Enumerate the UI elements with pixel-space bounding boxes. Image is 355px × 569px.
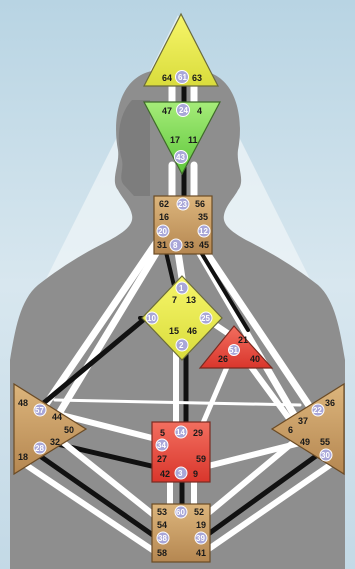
gate-label: 55: [320, 437, 330, 447]
gate-label: 32: [50, 437, 60, 447]
gate-label: 19: [196, 520, 206, 530]
sacral-center[interactable]: 5 14 29 34 27 59 42 3 9: [152, 422, 210, 482]
gate-label: 30: [321, 451, 330, 460]
gate-label: 53: [157, 507, 167, 517]
gate-label: 3: [178, 469, 183, 478]
gate-label: 6: [288, 425, 293, 435]
gate-label: 12: [199, 227, 208, 236]
gate-label: 8: [173, 241, 178, 250]
gate-label: 57: [35, 406, 44, 415]
gate-label: 59: [196, 454, 206, 464]
gate-label: 16: [159, 212, 169, 222]
gate-label: 10: [147, 314, 156, 323]
gate-label: 1: [179, 284, 184, 293]
gate-label: 5: [160, 428, 165, 438]
gate-label: 43: [176, 153, 185, 162]
gate-label: 37: [298, 416, 308, 426]
throat-center[interactable]: 62 23 56 16 35 20 12 31 8 33 45: [154, 196, 212, 254]
gate-label: 21: [238, 335, 248, 345]
gate-label: 7: [172, 295, 177, 305]
gate-label: 14: [176, 428, 185, 437]
gate-label: 41: [196, 548, 206, 558]
gate-label: 15: [169, 326, 179, 336]
gate-label: 38: [158, 534, 167, 543]
gate-label: 56: [195, 199, 205, 209]
gate-label: 36: [325, 398, 335, 408]
gate-label: 61: [178, 73, 187, 82]
gate-label: 18: [18, 452, 28, 462]
gate-label: 17: [170, 135, 180, 145]
gate-label: 25: [201, 314, 210, 323]
gate-label: 4: [197, 106, 202, 116]
gate-label: 64: [162, 73, 172, 83]
gate-label: 39: [196, 534, 205, 543]
gate-label: 54: [157, 520, 167, 530]
gate-label: 2: [179, 341, 184, 350]
gate-label: 27: [157, 454, 167, 464]
gate-label: 42: [160, 469, 170, 479]
gate-label: 44: [52, 412, 62, 422]
gate-label: 58: [157, 548, 167, 558]
gate-label: 35: [198, 212, 208, 222]
gate-label: 49: [300, 437, 310, 447]
gate-label: 51: [229, 346, 238, 355]
gate-label: 45: [199, 240, 209, 250]
gate-label: 26: [218, 354, 228, 364]
gate-label: 52: [194, 507, 204, 517]
gate-label: 34: [157, 441, 166, 450]
gate-label: 13: [186, 295, 196, 305]
gate-label: 9: [193, 469, 198, 479]
gate-label: 11: [188, 135, 198, 145]
gate-label: 31: [157, 240, 167, 250]
gate-label: 50: [64, 425, 74, 435]
gate-label: 33: [184, 240, 194, 250]
gate-label: 46: [187, 326, 197, 336]
root-center[interactable]: 53 60 52 54 19 38 39 58 41: [152, 504, 210, 562]
gate-label: 47: [162, 106, 172, 116]
gate-label: 22: [313, 406, 322, 415]
gate-label: 29: [193, 428, 203, 438]
gate-label: 40: [250, 354, 260, 364]
gate-label: 23: [178, 200, 187, 209]
gate-label: 28: [35, 444, 44, 453]
gate-label: 24: [179, 106, 188, 115]
gate-label: 63: [192, 73, 202, 83]
gate-label: 48: [18, 398, 28, 408]
gate-label: 60: [176, 508, 185, 517]
face-profile: [119, 100, 150, 196]
gate-label: 20: [158, 227, 167, 236]
gate-label: 62: [159, 199, 169, 209]
